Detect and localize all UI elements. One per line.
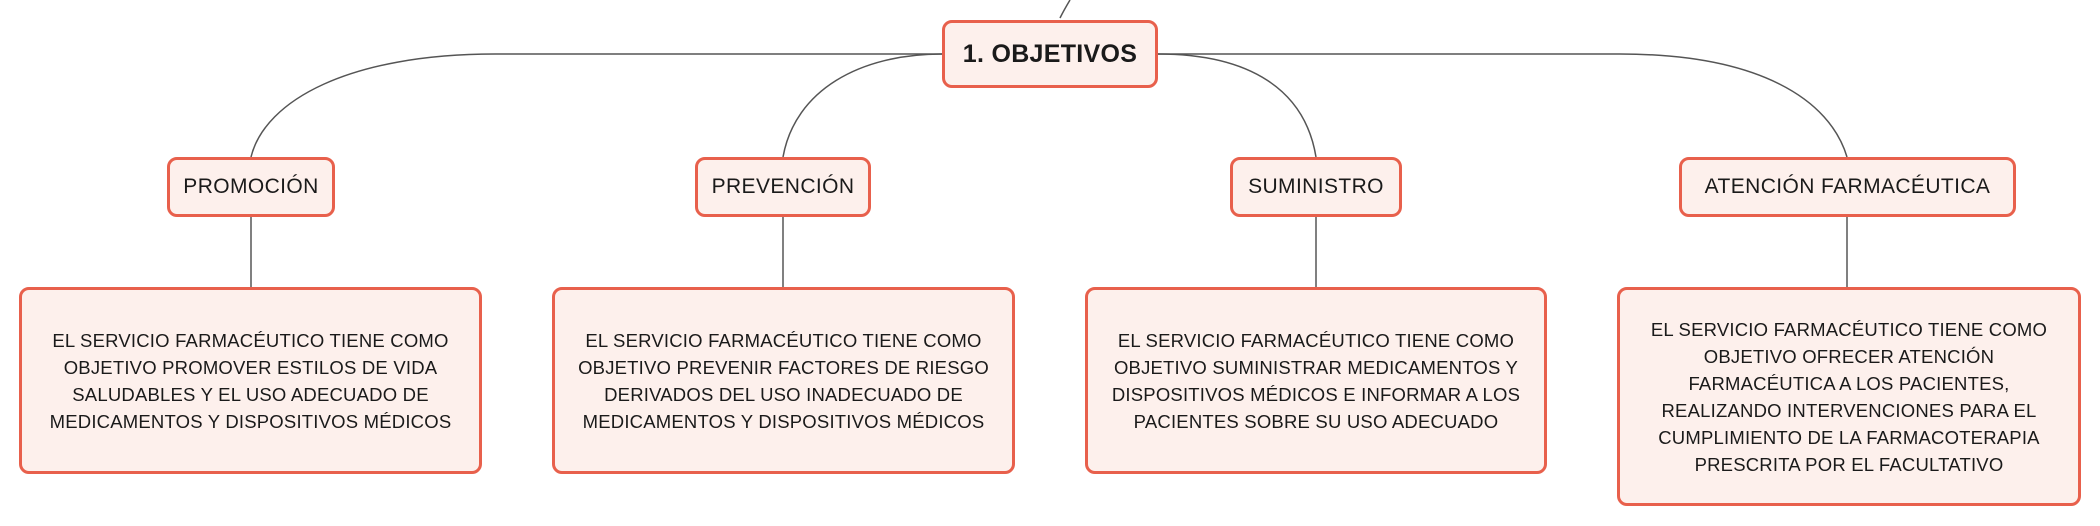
branch-title: PREVENCIÓN: [711, 175, 855, 198]
branch-node-atencion-farmaceutica[interactable]: ATENCIÓN FARMACÉUTICA: [1679, 157, 2016, 217]
description-node-promocion[interactable]: EL SERVICIO FARMACÉUTICO TIENE COMO OBJE…: [19, 287, 482, 474]
branch-title: PROMOCIÓN: [183, 175, 319, 198]
connector-root-prevencion: [782, 53, 943, 158]
connector-root-atencion: [1158, 53, 1848, 158]
description-text: EL SERVICIO FARMACÉUTICO TIENE COMO OBJE…: [1111, 329, 1521, 432]
root-title: 1. OBJETIVOS: [962, 39, 1138, 68]
description-node-atencion-farmaceutica[interactable]: EL SERVICIO FARMACÉUTICO TIENE COMO OBJE…: [1617, 287, 2081, 506]
description-node-prevencion[interactable]: EL SERVICIO FARMACÉUTICO TIENE COMO OBJE…: [552, 287, 1015, 474]
description-text: EL SERVICIO FARMACÉUTICO TIENE COMO OBJE…: [1650, 318, 2048, 475]
description-text: EL SERVICIO FARMACÉUTICO TIENE COMO OBJE…: [578, 329, 989, 432]
connector-root-promocion: [250, 53, 942, 158]
connector-root-suministro: [1157, 53, 1317, 158]
branch-node-suministro[interactable]: SUMINISTRO: [1230, 157, 1402, 217]
branch-title: SUMINISTRO: [1248, 175, 1384, 198]
connector-parent: [1059, 0, 1071, 19]
branch-node-prevencion[interactable]: PREVENCIÓN: [695, 157, 871, 217]
description-text: EL SERVICIO FARMACÉUTICO TIENE COMO OBJE…: [49, 329, 452, 432]
branch-node-promocion[interactable]: PROMOCIÓN: [167, 157, 335, 217]
description-node-suministro[interactable]: EL SERVICIO FARMACÉUTICO TIENE COMO OBJE…: [1085, 287, 1547, 474]
root-node[interactable]: 1. OBJETIVOS: [942, 20, 1158, 88]
branch-title: ATENCIÓN FARMACÉUTICA: [1704, 175, 1991, 198]
